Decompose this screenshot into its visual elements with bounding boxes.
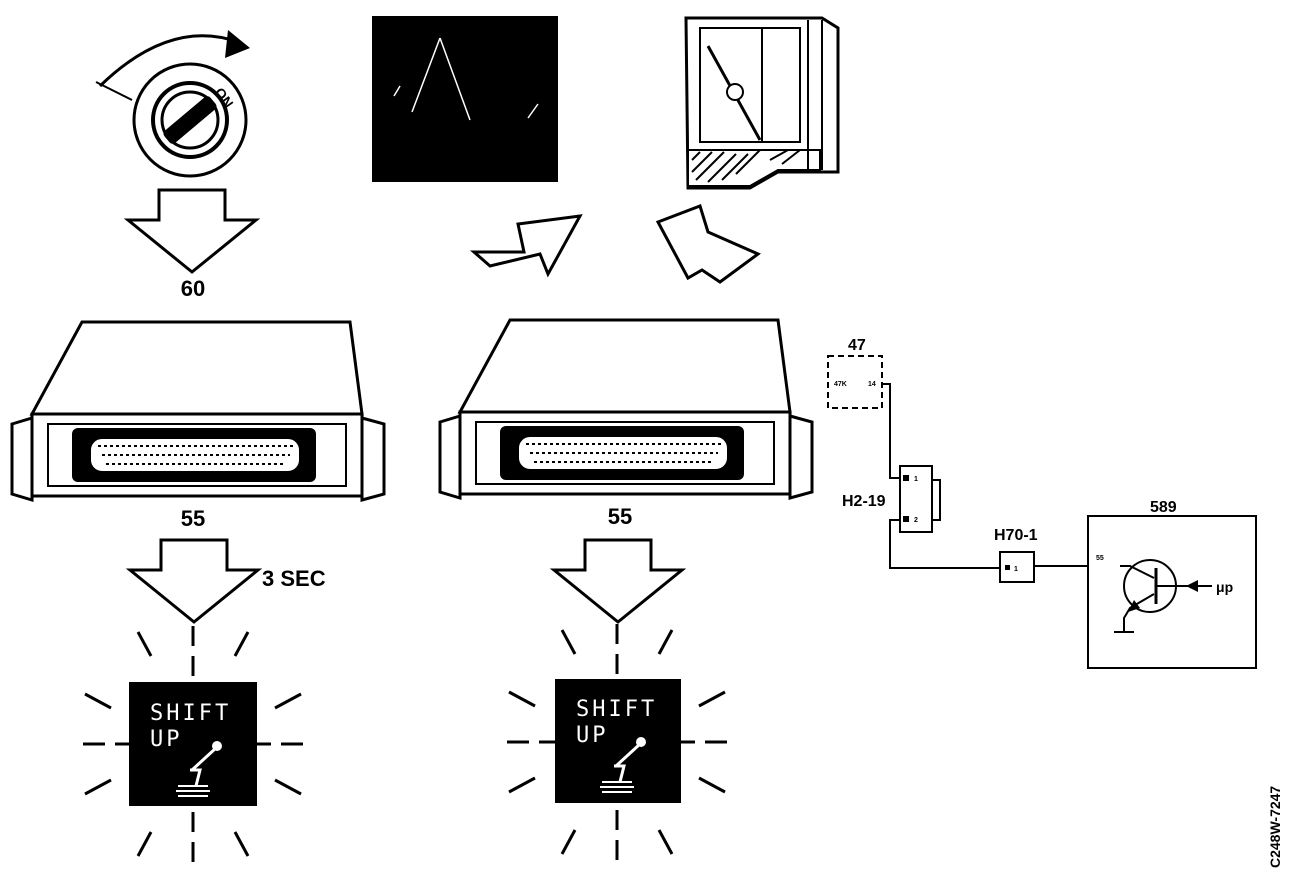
arrow-ecu-right-to-lamp [552, 538, 684, 624]
comp-589-pin: 55 [1096, 555, 1104, 562]
arrow-throttle-to-ecu [655, 204, 761, 284]
conn-h2-pin-top: 1 [914, 476, 918, 483]
ecu-module-right [438, 318, 814, 500]
comp-589-label: 589 [1150, 499, 1177, 516]
conn-h2-label: H2-19 [842, 493, 886, 510]
ignition-switch: ON [95, 30, 250, 178]
ecu-left-label: 55 [181, 506, 205, 531]
delay-label: 3 SEC [262, 566, 326, 591]
comp-47-pin-left: 47K [834, 381, 847, 388]
lamp-left-line2: UP [150, 727, 183, 752]
figure-ref: C248W-7247 [1267, 786, 1283, 868]
throttle-body [684, 16, 840, 190]
comp-47-label: 47 [848, 337, 866, 354]
lamp-left-line1: SHIFT [150, 701, 231, 726]
lamp-right-line1: SHIFT [576, 697, 657, 722]
relay-60-label: 60 [181, 276, 205, 301]
comp-47-box [827, 355, 883, 409]
circuit-schematic: 47 47K 14 1 2 H2-19 H70-1 1 589 55 μ [827, 337, 1257, 669]
sensor-panel [372, 16, 558, 182]
conn-h70-label: H70-1 [994, 527, 1038, 544]
comp-47-pin-right: 14 [868, 381, 876, 388]
shift-up-lamp-left: SHIFT UP [81, 624, 305, 864]
conn-h2-pin-bottom: 2 [914, 517, 918, 524]
arrow-sensor-to-ecu [470, 214, 583, 278]
conn-h70-pin: 1 [1014, 566, 1018, 573]
arrow-ignition-to-relay [126, 188, 258, 274]
mu-p-label: μp [1216, 579, 1233, 595]
shift-up-lamp-right: SHIFT UP [505, 622, 729, 862]
lamp-right-line2: UP [576, 723, 609, 748]
ecu-right-label: 55 [608, 504, 632, 529]
transistor-symbol [1114, 559, 1212, 633]
arrow-ecu-left-to-lamp [128, 538, 260, 624]
ecu-module-left [10, 320, 386, 502]
